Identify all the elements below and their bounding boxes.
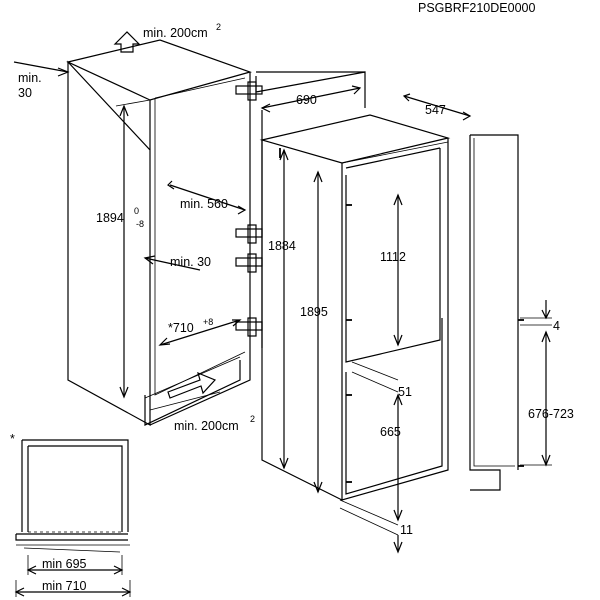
- vent-top-label: min. 200cm: [143, 26, 208, 40]
- niche-height-label: 1894: [96, 211, 124, 225]
- dim-niche-height: [115, 99, 151, 399]
- d4-label: 4: [553, 319, 560, 333]
- hinge-lower-mid: [235, 253, 263, 273]
- min560-label: min. 560: [180, 197, 228, 211]
- min30-top-a: min.: [18, 71, 42, 85]
- star710-sup: +8: [203, 317, 213, 327]
- plan-view-niche: [15, 439, 130, 553]
- min30-top-b: 30: [18, 86, 32, 100]
- vent-top-label-sup: 2: [216, 22, 221, 32]
- d51-label: 51: [398, 385, 412, 399]
- h1895-label: 1895: [300, 305, 328, 319]
- niche-height-sup: 0: [134, 206, 139, 216]
- star710-label: *710: [168, 321, 194, 335]
- diagram-code: PSGBRF210DE0000: [418, 1, 535, 15]
- footnote-star: *: [10, 432, 15, 446]
- vent-bottom-arrow-icon: [167, 371, 217, 399]
- h1112-label: 1112: [380, 250, 406, 264]
- h1884-label: 1884: [268, 239, 296, 253]
- vent-bottom-label-sup: 2: [250, 414, 255, 424]
- hinge-upper-mid: [235, 224, 263, 244]
- d11-label: 11: [400, 523, 413, 537]
- hinge-top: [235, 81, 263, 101]
- min710-label: min 710: [42, 579, 87, 593]
- vent-top-arrow-icon: [113, 31, 141, 53]
- side-view-panel: [469, 134, 524, 491]
- depth690-label: 690: [296, 93, 317, 107]
- niche-height-sub: -8: [136, 219, 144, 229]
- width547-label: 547: [425, 103, 446, 117]
- appliance-body: [259, 114, 451, 501]
- h665-label: 665: [380, 425, 401, 439]
- min695-label: min 695: [42, 557, 87, 571]
- min30-mid-label: min. 30: [170, 255, 211, 269]
- niche-cabinet: [66, 39, 366, 427]
- range676-723-label: 676-723: [528, 407, 574, 421]
- vent-bottom-label: min. 200cm: [174, 419, 239, 433]
